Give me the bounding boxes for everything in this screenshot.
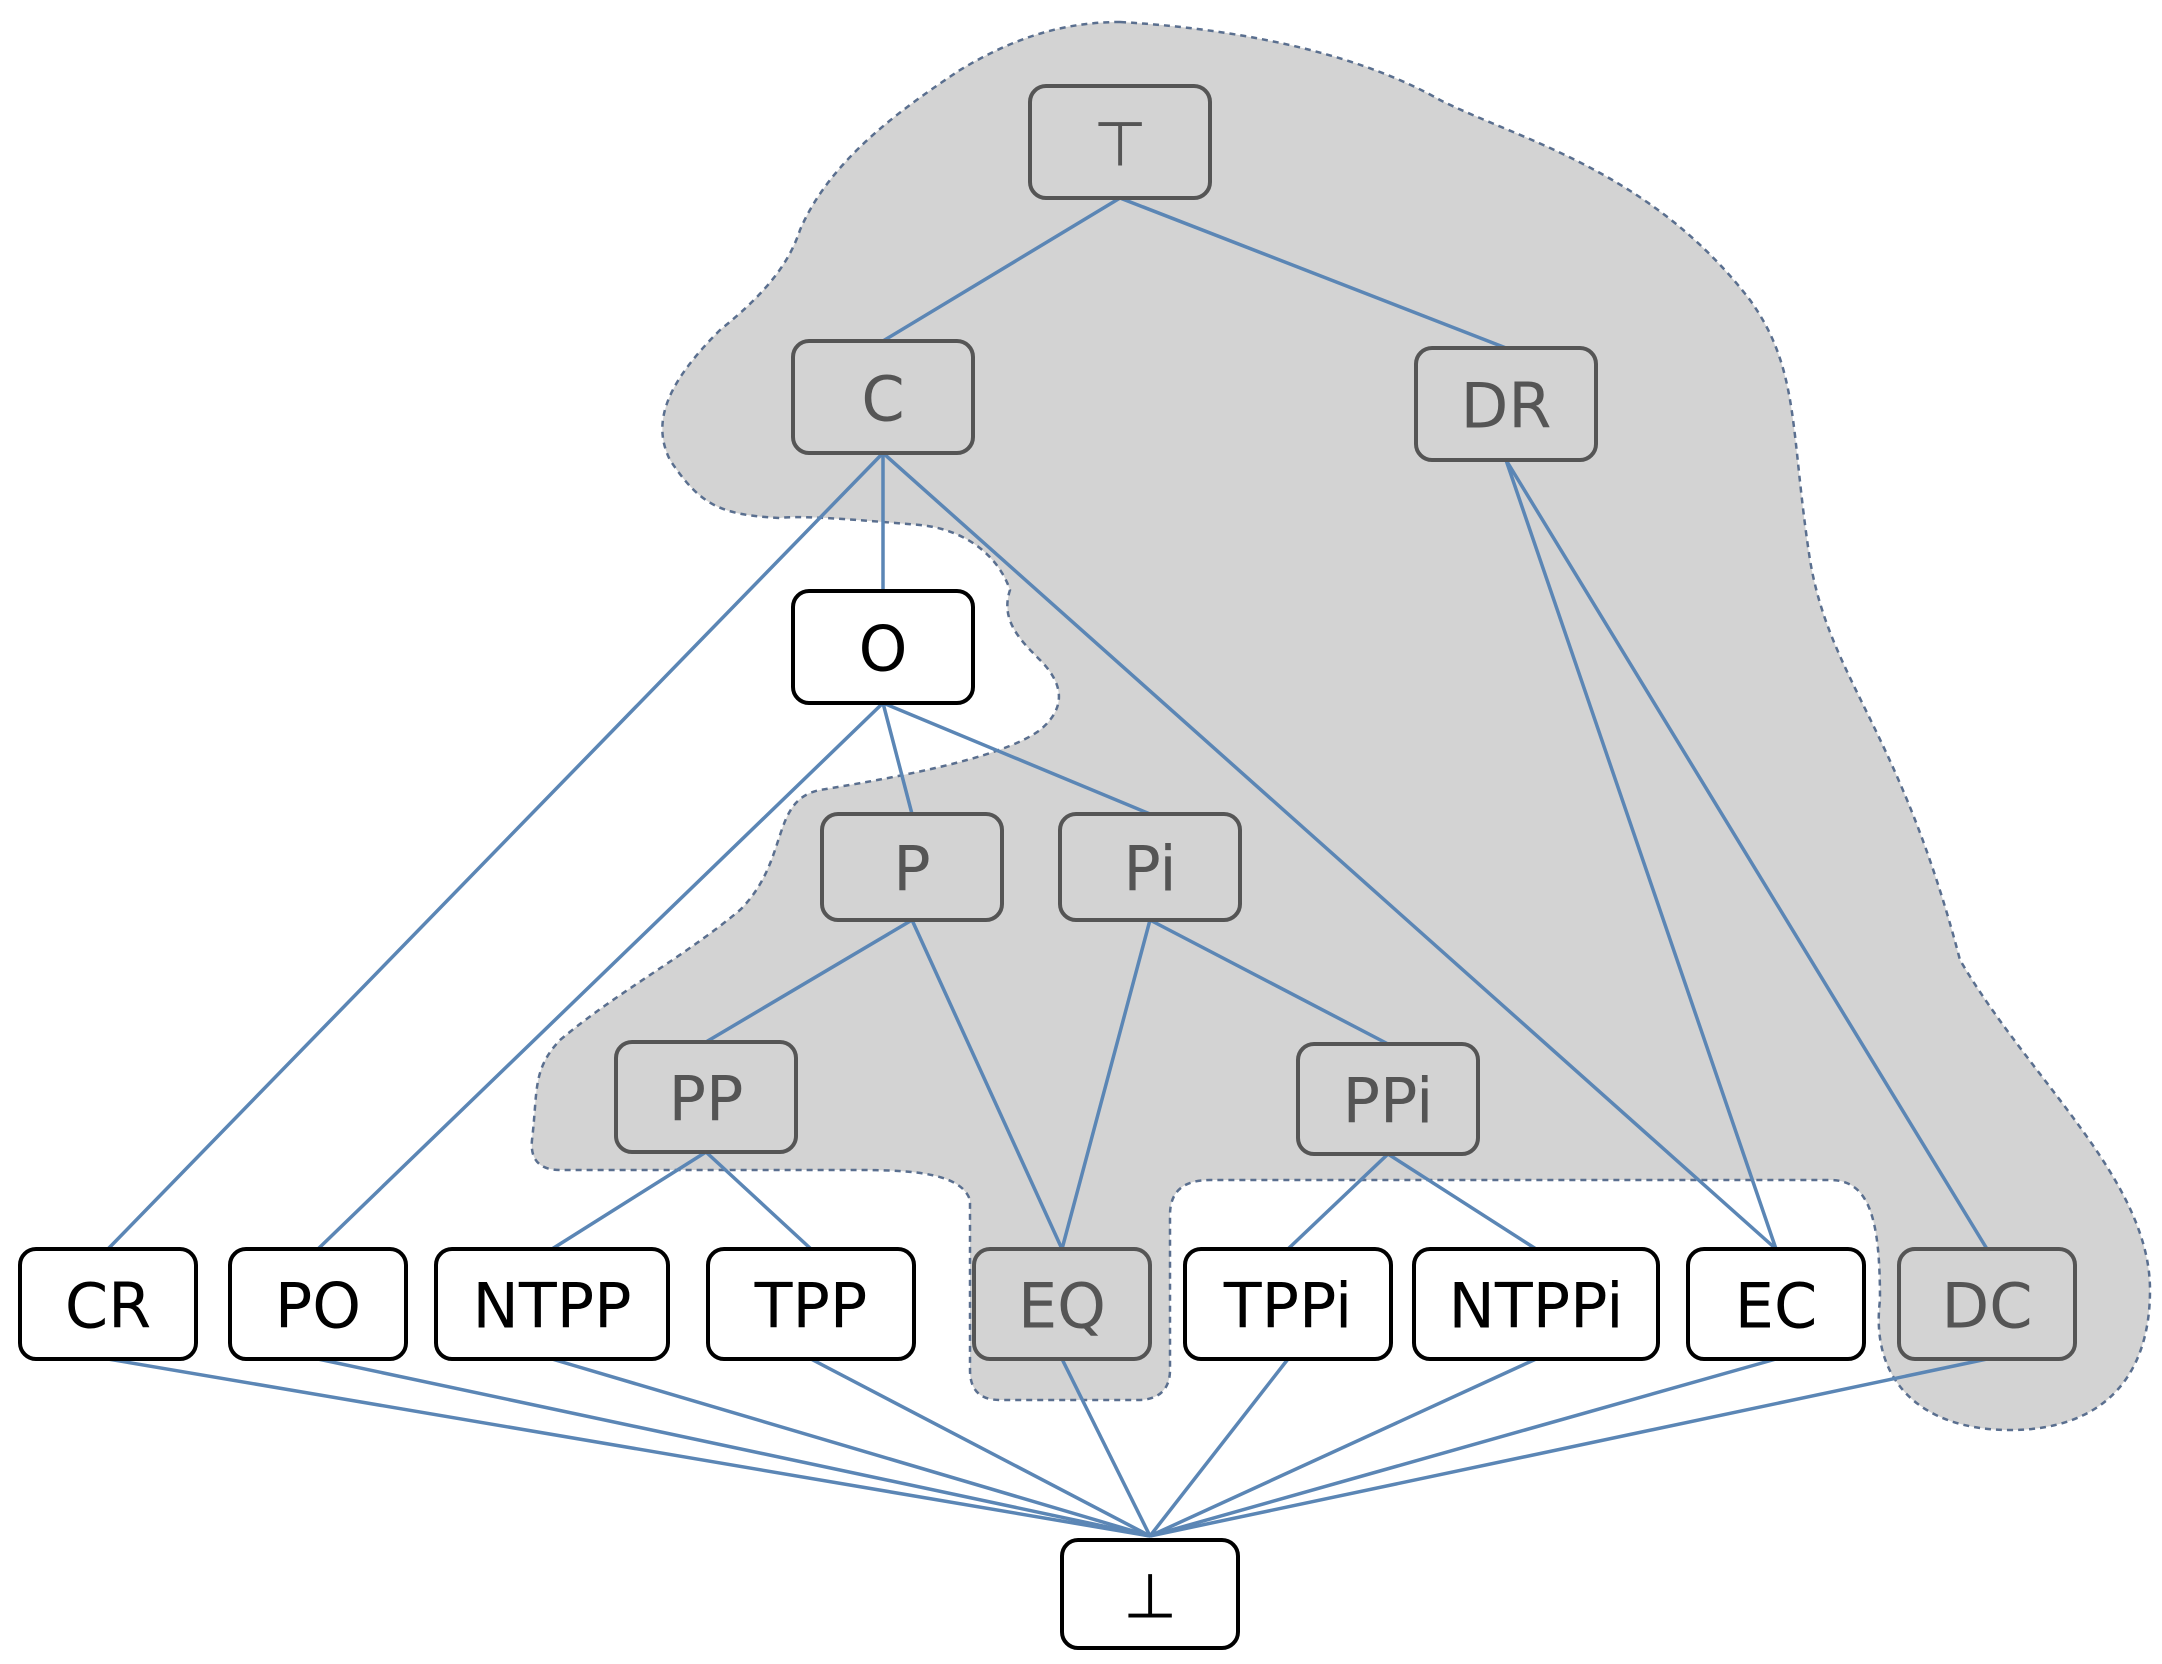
node-box-TPP: [706, 1247, 916, 1361]
node-label-PO: PO: [275, 1270, 361, 1343]
node-label-top: ⊤: [1093, 108, 1147, 181]
edge-DR-DC: [1504, 459, 1989, 1250]
node-TPPi: TPPi: [1183, 1247, 1393, 1361]
node-C: C: [791, 339, 975, 455]
edge-C-EC: [881, 451, 1778, 1251]
node-top: ⊤: [1028, 84, 1212, 200]
node-box-EQ: [972, 1247, 1152, 1361]
edge-NTPPi-bottom: [1149, 1357, 1537, 1538]
node-PPi: PPi: [1296, 1042, 1480, 1156]
node-EC: EC: [1686, 1247, 1866, 1361]
node-label-CR: CR: [65, 1270, 151, 1343]
edge-P-EQ: [910, 919, 1064, 1250]
node-TPP: TPP: [706, 1247, 916, 1361]
node-box-top: [1028, 84, 1212, 200]
edge-PPi-TPPi: [1286, 1152, 1390, 1251]
node-box-DR: [1414, 346, 1598, 462]
node-label-NTPP: NTPP: [472, 1270, 631, 1343]
node-box-PP: [614, 1040, 798, 1154]
node-box-C: [791, 339, 975, 455]
edge-Pi-PPi: [1149, 918, 1389, 1046]
node-box-TPPi: [1183, 1247, 1393, 1361]
edge-PP-TPP: [704, 1150, 813, 1251]
node-box-Pi: [1058, 812, 1242, 922]
node-box-bottom: [1060, 1538, 1240, 1650]
edge-NTPP-bottom: [551, 1357, 1151, 1538]
edges: [106, 196, 1989, 1538]
node-NTPPi: NTPPi: [1412, 1247, 1660, 1361]
node-label-bottom: ⊥: [1123, 1560, 1177, 1633]
node-label-TPP: TPP: [754, 1270, 868, 1343]
node-EQ: EQ: [972, 1247, 1152, 1361]
node-label-NTPPi: NTPPi: [1449, 1270, 1624, 1343]
edge-EC-bottom: [1149, 1357, 1777, 1538]
node-box-P: [820, 812, 1004, 922]
node-box-NTPPi: [1412, 1247, 1660, 1361]
edge-O-PO: [316, 701, 885, 1251]
node-Pi: Pi: [1058, 812, 1242, 922]
node-label-C: C: [861, 363, 904, 436]
node-label-PP: PP: [669, 1063, 744, 1136]
edge-Pi-EQ: [1060, 919, 1152, 1250]
edge-O-P: [881, 702, 914, 815]
edge-TPPi-bottom: [1148, 1357, 1290, 1538]
edge-C-CR: [106, 451, 885, 1251]
edge-EQ-bottom: [1060, 1358, 1152, 1537]
highlighted-region: [530, 20, 2152, 1432]
node-DC: DC: [1897, 1247, 2077, 1361]
node-label-TPPi: TPPi: [1223, 1270, 1353, 1343]
node-label-O: O: [859, 613, 908, 686]
node-P: P: [820, 812, 1004, 922]
node-O: O: [791, 589, 975, 705]
node-box-PPi: [1296, 1042, 1480, 1156]
node-PP: PP: [614, 1040, 798, 1154]
edge-DR-EC: [1504, 459, 1778, 1250]
edge-PO-bottom: [317, 1357, 1151, 1538]
node-DR: DR: [1414, 346, 1598, 462]
node-label-DC: DC: [1941, 1270, 2032, 1343]
node-box-PO: [228, 1247, 408, 1361]
edge-CR-bottom: [107, 1357, 1151, 1538]
node-label-EQ: EQ: [1018, 1270, 1106, 1343]
node-PO: PO: [228, 1247, 408, 1361]
edge-top-C: [882, 196, 1121, 343]
node-label-DR: DR: [1461, 370, 1552, 443]
edge-top-DR: [1119, 196, 1507, 350]
node-box-EC: [1686, 1247, 1866, 1361]
node-label-EC: EC: [1735, 1270, 1817, 1343]
edge-TPP-bottom: [810, 1357, 1151, 1538]
node-NTPP: NTPP: [434, 1247, 670, 1361]
node-label-PPi: PPi: [1343, 1065, 1434, 1138]
node-box-NTPP: [434, 1247, 670, 1361]
edge-O-Pi: [882, 701, 1151, 816]
node-CR: CR: [18, 1247, 198, 1361]
node-box-O: [791, 589, 975, 705]
edge-P-PP: [705, 918, 913, 1044]
edge-PP-NTPP: [551, 1150, 707, 1251]
edge-PPi-NTPPi: [1387, 1152, 1537, 1251]
node-box-DC: [1897, 1247, 2077, 1361]
node-box-CR: [18, 1247, 198, 1361]
node-label-Pi: Pi: [1123, 833, 1176, 906]
node-bottom: ⊥: [1060, 1538, 1240, 1650]
edge-DC-bottom: [1149, 1357, 1988, 1538]
node-label-P: P: [893, 833, 930, 906]
